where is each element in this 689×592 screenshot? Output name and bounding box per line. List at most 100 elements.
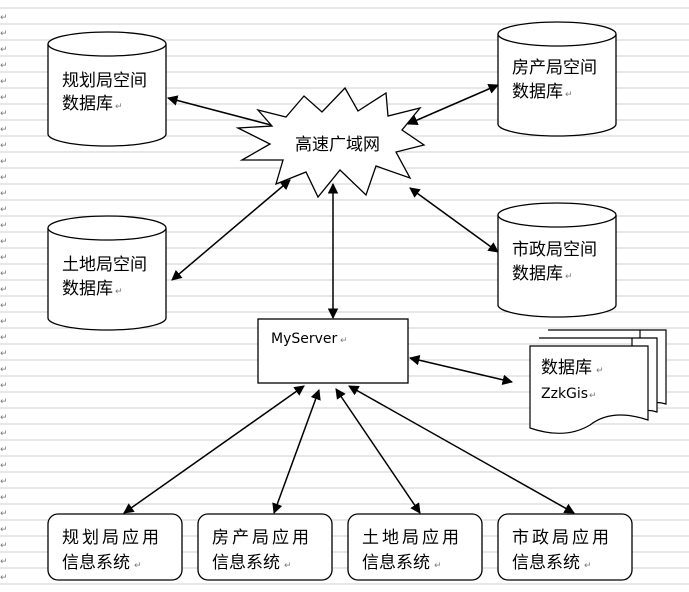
database-municipal: 市政局空间 数据库 ↵ xyxy=(497,202,617,318)
margin-paragraph-mark: ↵ xyxy=(0,141,8,151)
margin-paragraph-mark: ↵ xyxy=(0,349,8,359)
margin-paragraph-mark: ↵ xyxy=(0,525,8,535)
margin-paragraph-mark: ↵ xyxy=(0,317,8,327)
db-title: 房产局空间 xyxy=(512,58,597,78)
paragraph-mark: ↵ xyxy=(284,561,292,571)
margin-paragraph-mark: ↵ xyxy=(0,573,8,583)
margin-paragraph-mark: ↵ xyxy=(0,301,8,311)
margin-paragraph-mark: ↵ xyxy=(0,509,8,519)
margin-paragraph-mark: ↵ xyxy=(0,477,8,487)
db-subtitle: 数据库 xyxy=(62,94,113,114)
app-subtitle: 信息系统 xyxy=(212,553,280,573)
arrow-server-document xyxy=(408,355,514,385)
margin-paragraph-mark: ↵ xyxy=(0,493,8,503)
app-rect xyxy=(197,513,333,581)
app-title: 规划局应用 xyxy=(62,528,162,548)
app-subtitle: 信息系统 xyxy=(62,553,130,573)
app-municipal: 市政局应用 信息系统 ↵ xyxy=(497,513,633,581)
margin-paragraph-mark: ↵ xyxy=(0,13,8,23)
cylinder-body xyxy=(47,228,167,331)
paragraph-mark: ↵ xyxy=(589,391,597,401)
margin-paragraph-mark: ↵ xyxy=(0,173,8,183)
arrow-housing-db-network xyxy=(407,83,499,126)
paragraph-mark: ↵ xyxy=(115,102,123,112)
app-rect xyxy=(347,513,483,581)
arrow-land-db-network xyxy=(171,179,291,281)
cylinder-body xyxy=(47,44,167,147)
margin-paragraph-mark: ↵ xyxy=(0,461,8,471)
arrow-server-app-planning xyxy=(123,385,305,514)
db-subtitle: 数据库 xyxy=(512,264,563,284)
margin-paragraph-mark: ↵ xyxy=(0,381,8,391)
cylinder-top xyxy=(47,31,167,57)
arrow-server-app-municipal xyxy=(348,385,575,514)
cylinder-body xyxy=(497,215,617,318)
app-title: 土地局应用 xyxy=(362,528,462,548)
paragraph-mark: ↵ xyxy=(134,561,142,571)
app-rect xyxy=(47,513,183,581)
document-title: 数据库 xyxy=(541,358,592,378)
server-box: MyServer ↵ xyxy=(257,318,409,384)
paragraph-mark: ↵ xyxy=(115,287,123,297)
margin-paragraph-mark: ↵ xyxy=(0,429,8,439)
app-subtitle: 信息系统 xyxy=(362,553,430,573)
margin-paragraph-mark: ↵ xyxy=(0,365,8,375)
network-label: 高速广域网 xyxy=(295,135,380,155)
margin-paragraph-mark: ↵ xyxy=(0,77,8,87)
connectors xyxy=(123,83,575,514)
app-housing: 房产局应用 信息系统 ↵ xyxy=(197,513,333,581)
network-cloud: 高速广域网 xyxy=(235,86,426,199)
margin-paragraph-mark: ↵ xyxy=(0,109,8,119)
margin-paragraph-mark: ↵ xyxy=(0,333,8,343)
server-rect xyxy=(257,318,409,384)
margin-paragraph-mark: ↵ xyxy=(0,253,8,263)
margin-paragraph-mark: ↵ xyxy=(0,413,8,423)
app-title: 市政局应用 xyxy=(512,528,612,548)
margin-paragraph-mark: ↵ xyxy=(0,285,8,295)
app-title: 房产局应用 xyxy=(212,528,312,548)
margin-paragraph-mark: ↵ xyxy=(0,189,8,199)
db-title: 规划局空间 xyxy=(62,71,147,91)
arrow-planning-db-network xyxy=(166,95,292,133)
database-housing: 房产局空间 数据库 ↵ xyxy=(497,21,617,137)
paragraph-mark: ↵ xyxy=(340,336,348,346)
margin-paragraph-mark: ↵ xyxy=(0,269,8,279)
app-subtitle: 信息系统 xyxy=(512,553,580,573)
db-subtitle: 数据库 xyxy=(512,82,563,102)
margin-paragraph-mark: ↵ xyxy=(0,237,8,247)
margin-paragraph-mark: ↵ xyxy=(0,93,8,103)
document-subtitle: ZzkGis xyxy=(541,386,588,402)
cylinder-body xyxy=(497,34,617,137)
margin-paragraph-mark: ↵ xyxy=(0,157,8,167)
margin-paragraph-mark: ↵ xyxy=(0,221,8,231)
db-title: 市政局空间 xyxy=(512,240,597,260)
margin-paragraph-mark: ↵ xyxy=(0,125,8,135)
margin-paragraph-mark: ↵ xyxy=(0,445,8,455)
margin-paragraph-mark: ↵ xyxy=(0,557,8,567)
paragraph-mark: ↵ xyxy=(596,366,604,376)
arrow-municipal-db-network xyxy=(409,187,499,253)
document-page-front xyxy=(529,345,649,434)
margin-paragraph-mark: ↵ xyxy=(0,397,8,407)
database-planning: 规划局空间 数据库 ↵ xyxy=(47,31,167,147)
cylinder-top xyxy=(497,202,617,228)
app-planning: 规划局应用 信息系统 ↵ xyxy=(47,513,183,581)
db-title: 土地局空间 xyxy=(62,255,147,275)
network-burst-shape xyxy=(235,86,426,199)
server-label: MyServer xyxy=(271,331,338,347)
margin-paragraph-mark: ↵ xyxy=(0,205,8,215)
margin-paragraph-mark: ↵ xyxy=(0,61,8,71)
document-stack: 数据库 ↵ ZzkGis ↵ xyxy=(529,329,667,434)
arrow-server-app-housing xyxy=(272,389,321,514)
paragraph-mark: ↵ xyxy=(565,90,573,100)
app-rect xyxy=(497,513,633,581)
paragraph-mark: ↵ xyxy=(584,561,592,571)
margin-paragraph-mark: ↵ xyxy=(0,45,8,55)
paragraph-mark: ↵ xyxy=(434,561,442,571)
margin-paragraph-mark: ↵ xyxy=(0,29,8,39)
paragraph-mark: ↵ xyxy=(565,272,573,282)
margin-paragraph-mark: ↵ xyxy=(0,541,8,551)
database-land: 土地局空间 数据库 ↵ xyxy=(47,215,167,331)
